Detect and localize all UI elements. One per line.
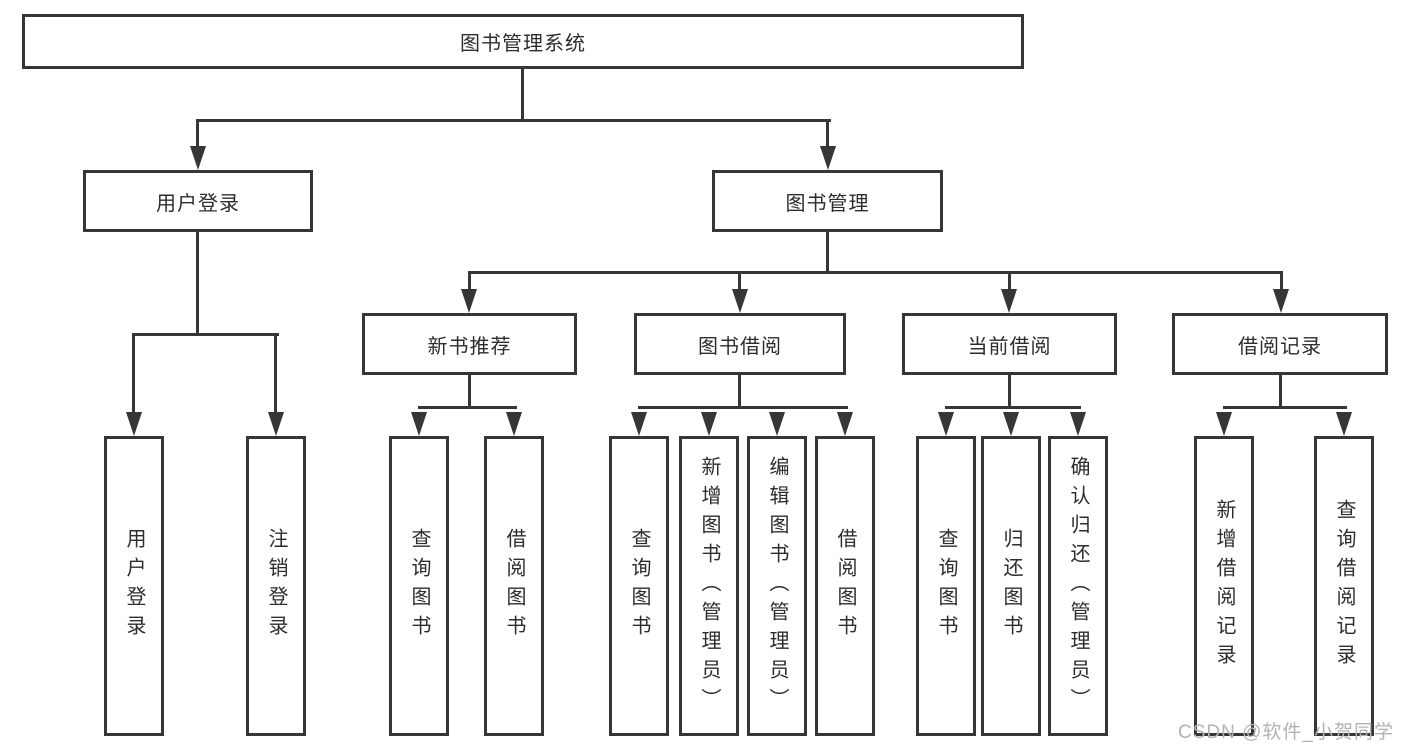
leaf-add-books-admin: 新增图书（管理员） (679, 436, 739, 736)
connector-line (468, 271, 471, 293)
node-user-login: 用户登录 (83, 170, 313, 232)
connector-line (133, 333, 279, 336)
connector-line (945, 406, 1081, 409)
arrow-down-icon (938, 412, 954, 436)
connector-line (196, 232, 199, 336)
arrow-down-icon (461, 289, 477, 313)
leaf-query-borrow-record: 查询借阅记录 (1314, 436, 1374, 736)
node-book-management: 图书管理 (712, 170, 943, 232)
leaf-query-books-recommend: 查询图书 (389, 436, 449, 736)
arrow-down-icon (631, 412, 647, 436)
node-borrow-record: 借阅记录 (1172, 313, 1388, 375)
arrow-down-icon (1001, 289, 1017, 313)
arrow-down-icon (190, 146, 206, 170)
connector-line (826, 232, 829, 274)
arrow-down-icon (820, 146, 836, 170)
leaf-edit-books-admin: 编辑图书（管理员） (747, 436, 807, 736)
leaf-add-borrow-record: 新增借阅记录 (1194, 436, 1254, 736)
connector-line (197, 119, 831, 122)
node-root-library-system: 图书管理系统 (22, 14, 1024, 69)
connector-line (826, 119, 829, 151)
leaf-borrow-books-recommend: 借阅图书 (484, 436, 544, 736)
node-book-borrow: 图书借阅 (634, 313, 846, 375)
arrow-down-icon (1336, 412, 1352, 436)
arrow-down-icon (732, 289, 748, 313)
connector-line (638, 406, 848, 409)
node-current-borrow: 当前借阅 (902, 313, 1117, 375)
connector-line (418, 406, 517, 409)
arrow-down-icon (506, 412, 522, 436)
connector-line (468, 271, 1283, 274)
connector-line (1279, 375, 1282, 409)
arrow-down-icon (1070, 412, 1086, 436)
connector-line (1008, 271, 1011, 293)
connector-line (1280, 271, 1283, 293)
arrow-down-icon (126, 412, 142, 436)
leaf-query-books-current: 查询图书 (916, 436, 976, 736)
connector-line (1223, 406, 1347, 409)
arrow-down-icon (1216, 412, 1232, 436)
leaf-confirm-return-admin: 确认归还（管理员） (1048, 436, 1108, 736)
arrow-down-icon (769, 412, 785, 436)
arrow-down-icon (268, 412, 284, 436)
arrow-down-icon (411, 412, 427, 436)
connector-line (196, 119, 199, 151)
arrow-down-icon (1273, 289, 1289, 313)
connector-line (468, 375, 471, 409)
connector-line (521, 66, 524, 122)
arrow-down-icon (837, 412, 853, 436)
csdn-watermark: CSDN @软件_小贺同学 (1178, 722, 1394, 743)
connector-line (274, 333, 277, 415)
leaf-logout: 注销登录 (246, 436, 306, 736)
connector-line (132, 333, 135, 415)
leaf-user-login: 用户登录 (104, 436, 164, 736)
leaf-borrow-books: 借阅图书 (815, 436, 875, 736)
arrow-down-icon (701, 412, 717, 436)
leaf-query-books-borrow: 查询图书 (609, 436, 669, 736)
arrow-down-icon (1003, 412, 1019, 436)
leaf-return-books: 归还图书 (981, 436, 1041, 736)
connector-line (1008, 375, 1011, 409)
node-new-book-recommend: 新书推荐 (362, 313, 577, 375)
connector-line (738, 271, 741, 293)
connector-line (738, 375, 741, 409)
